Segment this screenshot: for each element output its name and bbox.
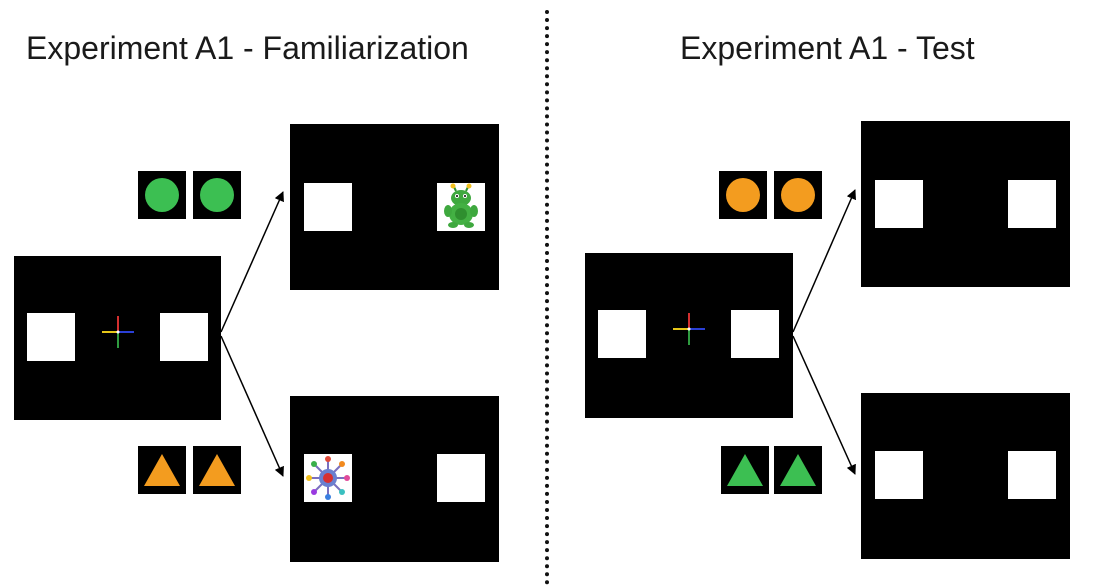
fixation-cross-icon xyxy=(102,316,134,348)
right-box xyxy=(437,454,485,502)
cue-triangle-2 xyxy=(774,446,822,494)
virus-toy-icon xyxy=(304,454,352,502)
fixation-screen xyxy=(14,256,221,420)
fixation-cross-icon xyxy=(673,313,705,345)
familiarization-title: Experiment A1 - Familiarization xyxy=(26,30,469,66)
reward-image-left xyxy=(304,454,352,502)
outcome-screen-top xyxy=(290,124,499,290)
outcome-screen-bottom xyxy=(290,396,499,562)
left-box xyxy=(875,451,923,499)
cue-circle-2 xyxy=(774,171,822,219)
test-title: Experiment A1 - Test xyxy=(680,30,975,66)
fixation-screen xyxy=(585,253,793,418)
triangle-icon xyxy=(144,454,180,486)
triangle-icon xyxy=(780,454,816,486)
panel-divider xyxy=(545,10,549,585)
cue-circle-2 xyxy=(193,171,241,219)
right-box xyxy=(160,313,208,361)
left-box xyxy=(598,310,646,358)
circle-icon xyxy=(726,178,760,212)
left-box xyxy=(304,183,352,231)
right-box xyxy=(731,310,779,358)
circle-icon xyxy=(781,178,815,212)
triangle-icon xyxy=(727,454,763,486)
left-box xyxy=(27,313,75,361)
right-box xyxy=(1008,451,1056,499)
green-toy-icon xyxy=(437,183,485,231)
triangle-icon xyxy=(199,454,235,486)
circle-icon xyxy=(145,178,179,212)
cue-triangle-1 xyxy=(721,446,769,494)
outcome-screen-top xyxy=(861,121,1070,287)
cue-circle-1 xyxy=(138,171,186,219)
circle-icon xyxy=(200,178,234,212)
right-box xyxy=(1008,180,1056,228)
cue-circle-1 xyxy=(719,171,767,219)
reward-image-right xyxy=(437,183,485,231)
cue-triangle-1 xyxy=(138,446,186,494)
cue-triangle-2 xyxy=(193,446,241,494)
left-box xyxy=(875,180,923,228)
outcome-screen-bottom xyxy=(861,393,1070,559)
